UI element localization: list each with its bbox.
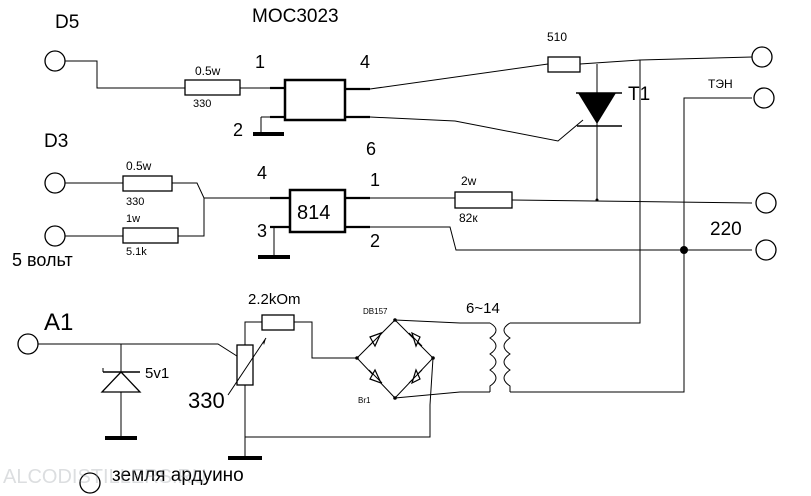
input-label-d3: D3 [44, 131, 68, 152]
wire-a1 [38, 343, 241, 359]
resistor-510 [547, 56, 581, 73]
junction-dot [680, 246, 688, 254]
bridge-label: DB157 [363, 307, 388, 316]
resistor-5v [122, 227, 179, 244]
terminal-5v[interactable] [44, 225, 66, 247]
triac-label: T1 [628, 84, 650, 105]
moc3023-optotriac [260, 78, 370, 132]
wire-moc-pin6 [369, 63, 549, 90]
r-5v-value: 5.1k [126, 246, 147, 258]
r-d3-power: 0.5w [126, 159, 152, 173]
r-d5-value: 330 [193, 98, 211, 110]
input-label-ground: земля ардуино [112, 465, 244, 486]
moc-pin-6: 6 [366, 139, 376, 159]
terminal-top-out[interactable] [751, 46, 773, 68]
input-label-d5: D5 [55, 12, 79, 33]
opto-pin-2: 2 [370, 231, 380, 251]
wire-d5 [65, 60, 185, 89]
terminals [17, 46, 777, 494]
terminal-ground-arduino[interactable] [79, 472, 101, 494]
opto-pin-3: 3 [257, 221, 267, 241]
output-label-heater: ТЭН [708, 77, 733, 91]
terminal-220-b[interactable] [755, 239, 777, 261]
moc-pin-4: 4 [360, 52, 370, 72]
wire-pot-top [244, 321, 262, 345]
r-sense-power: 2w [461, 174, 477, 188]
wire-2k2-out [294, 321, 357, 359]
r-d5-power: 0.5w [195, 64, 221, 78]
r-d3-value: 330 [126, 196, 144, 208]
r-5v-power: 1w [126, 213, 140, 225]
pot-value: 330 [188, 388, 225, 413]
watermark: ALCODISTILLERS.RU [3, 466, 206, 488]
zener-label: 5v1 [145, 365, 169, 382]
output-label-220: 220 [710, 219, 742, 240]
terminal-d5[interactable] [44, 50, 66, 72]
r-sense-value: 82к [459, 211, 478, 225]
wires [38, 56, 753, 457]
terminal-220-a[interactable] [755, 192, 777, 214]
optocoupler-814 [270, 188, 370, 256]
chip-title: MOC3023 [252, 6, 339, 27]
moc-pin-2: 2 [233, 120, 243, 140]
zener-diode [100, 368, 142, 393]
bridge-ref: Br1 [358, 396, 371, 405]
opto-pin-4: 4 [257, 163, 267, 183]
terminal-a1[interactable] [17, 333, 39, 355]
wire-heater [510, 97, 752, 393]
wire-2w-out [511, 199, 753, 204]
terminal-d3[interactable] [44, 172, 66, 194]
input-label-5v: 5 вольт [12, 250, 73, 270]
wire-bridge-ac-top [394, 319, 490, 324]
r-a1-value: 2.2kOm [248, 291, 301, 308]
moc-pin-1: 1 [255, 52, 265, 72]
terminal-heater[interactable] [753, 87, 775, 109]
resistor-2k2 [261, 314, 295, 331]
triac-t1 [576, 92, 622, 127]
resistor-2w [454, 191, 513, 209]
input-label-a1: A1 [44, 309, 73, 336]
resistor-d5 [184, 79, 241, 96]
wire-main-vertical [510, 60, 641, 324]
transformer-ratio: 6~14 [466, 300, 500, 317]
wire-moc-pin4 [369, 116, 584, 142]
potentiometer [227, 337, 267, 396]
opto-pin-1: 1 [370, 170, 380, 190]
wire-814-pin2 [370, 226, 752, 251]
wire-510-top [579, 56, 753, 65]
wire-r-d3-out [172, 182, 290, 199]
opto-814-name: 814 [297, 202, 330, 224]
r-gate-value: 510 [547, 30, 567, 44]
wire-r-5v-out [178, 198, 205, 237]
diode-bridge [355, 318, 435, 400]
wire-bridge-gnd [245, 357, 434, 438]
resistor-d3 [122, 175, 173, 192]
transformer [489, 322, 511, 392]
junction-dot-triac [595, 198, 599, 202]
wire-bridge-ac-bottom [394, 391, 490, 399]
